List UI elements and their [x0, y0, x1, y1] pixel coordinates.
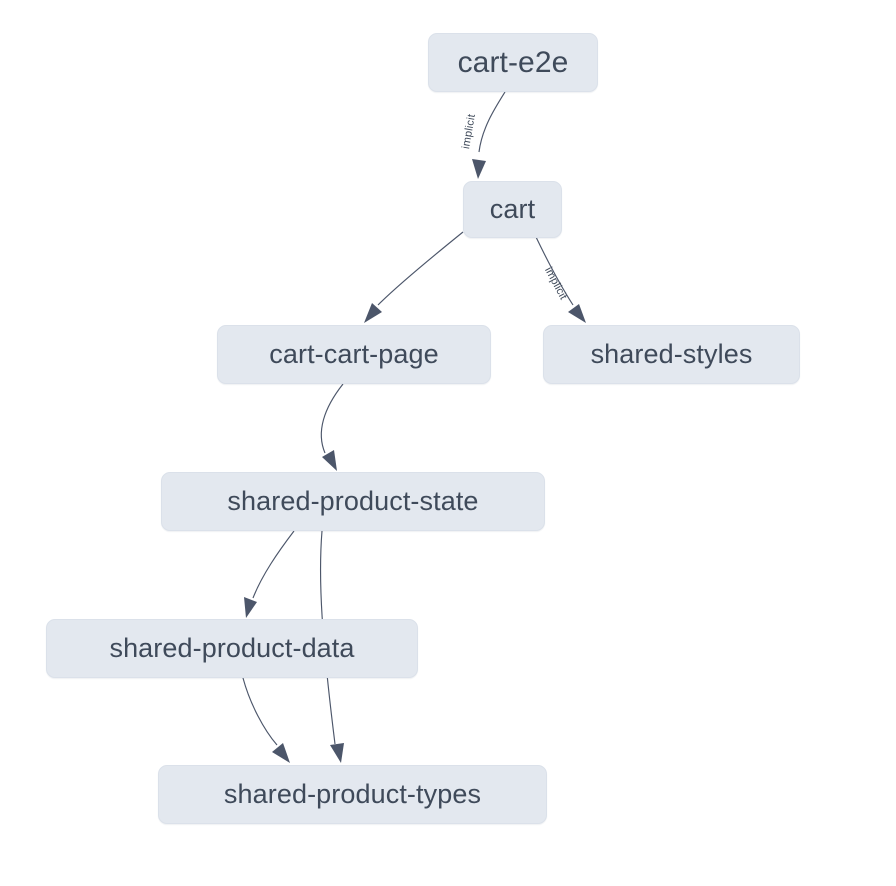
node-label: cart-e2e [457, 45, 569, 79]
node-label: shared-product-data [109, 633, 355, 663]
edge-path [478, 91, 506, 153]
node-label: shared-product-state [227, 486, 479, 516]
edge-cart-cart-page-to-shared-product-state [320, 383, 344, 471]
node-label: cart-cart-page [269, 339, 439, 369]
edge-cart-to-shared-styles [535, 236, 586, 323]
node-shared-product-data[interactable]: shared-product-data [46, 619, 418, 678]
edge-path [242, 677, 278, 746]
node-shared-product-state[interactable]: shared-product-state [161, 472, 545, 531]
node-shared-product-types[interactable]: shared-product-types [158, 765, 547, 824]
edge-path [252, 530, 295, 599]
arrowhead-icon [472, 159, 486, 179]
node-cart-e2e[interactable]: cart-e2e [428, 33, 598, 92]
arrowhead-icon [568, 304, 586, 323]
edge-cart-e2e-to-cart [472, 91, 506, 179]
node-label: shared-product-types [223, 779, 482, 809]
node-label: cart [489, 194, 536, 224]
arrowhead-icon [244, 597, 257, 618]
arrowhead-icon [272, 743, 290, 763]
edge-label-implicit-cart-e2e-cart: implicit [460, 113, 478, 150]
node-cart[interactable]: cart [463, 181, 562, 238]
edge-label-implicit-cart-shared-styles: implicit [542, 265, 569, 302]
edge-shared-product-data-to-shared-product-types [242, 677, 290, 763]
edge-shared-product-state-to-shared-product-types [319, 530, 344, 763]
edge-path [377, 231, 464, 306]
node-shared-styles[interactable]: shared-styles [543, 325, 800, 384]
arrowhead-icon [364, 303, 382, 323]
arrowhead-icon [322, 450, 337, 471]
edge-path [320, 383, 344, 454]
edge-path [319, 530, 336, 745]
arrowhead-icon [330, 743, 344, 763]
node-cart-cart-page[interactable]: cart-cart-page [217, 325, 491, 384]
node-label: shared-styles [590, 339, 753, 369]
edge-shared-product-state-to-shared-product-data [244, 530, 295, 618]
edge-path [535, 236, 574, 306]
edge-cart-to-cart-cart-page [364, 231, 464, 323]
